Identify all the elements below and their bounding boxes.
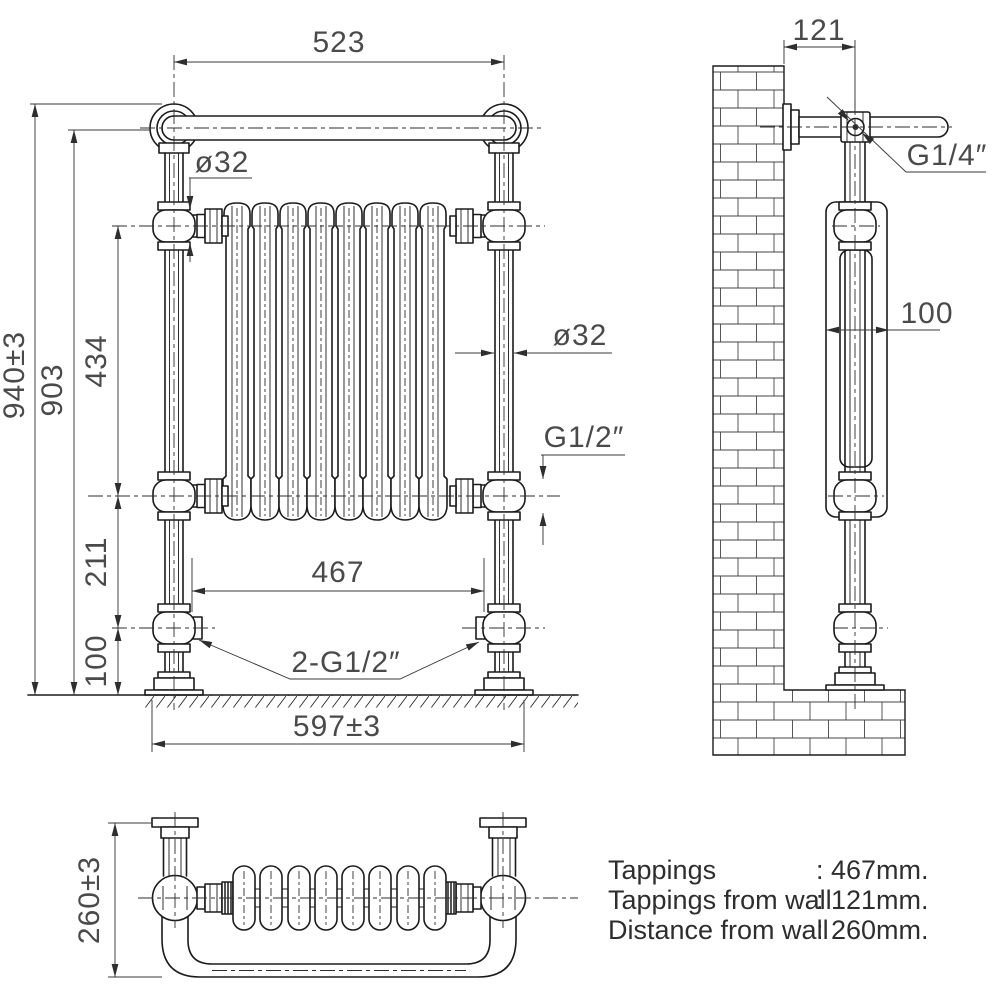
towel-loop-outer (161, 897, 517, 978)
plan-view (151, 817, 527, 978)
dim-wall-to-centre: 121 (792, 14, 845, 47)
towel-loop-inner (187, 897, 491, 965)
radiator-core-plan (232, 865, 447, 931)
dim-tapping-spacing: 434 (80, 334, 113, 387)
dim-lower: 211 (80, 537, 113, 588)
dim-overall-width: 597±3 (293, 710, 381, 743)
front-view (27, 103, 579, 708)
centerlines (88, 55, 952, 971)
dim-depth-overall: 260±3 (73, 856, 106, 944)
right-column-pipe (494, 152, 514, 673)
plan-pipes (162, 837, 517, 877)
spec-table: Tappings : 467mm. Tappings from wall : 1… (608, 855, 929, 945)
spec-row-label: Distance from wall (608, 915, 829, 945)
brick-wall-and-floor (712, 65, 906, 756)
spec-row-value: : 121mm. (816, 885, 929, 915)
tapping-thread: G1/2″ (544, 421, 625, 454)
dim-rail-centres: 523 (312, 26, 365, 59)
dim-tapping-centres: 467 (311, 556, 364, 589)
left-column-pipe (164, 152, 184, 673)
dim-overall-height: 940±3 (0, 331, 31, 419)
spec-row-value: : 467mm. (816, 855, 929, 885)
spec-row-value: : 260mm. (816, 915, 929, 945)
dimensions: 523 ø32 940±3 903 434 211 100 ø32 G1/2″ … (0, 14, 988, 978)
bottom-tappings-label: 2-G1/2″ (291, 646, 400, 679)
dim-foot: 100 (80, 634, 113, 687)
dim-dia-top: ø32 (195, 146, 250, 179)
ground-hatch (145, 695, 578, 708)
radiator-core-front (222, 202, 448, 521)
dim-body-depth: 100 (900, 297, 953, 330)
side-vertical-pipe (844, 141, 866, 668)
spec-row-label: Tappings from wall (608, 885, 832, 915)
dim-dia-column: ø32 (553, 319, 608, 352)
spec-row-label: Tappings (608, 855, 716, 885)
dim-rail-height: 903 (36, 363, 69, 416)
vent-thread-label: G1/4″ (907, 139, 988, 172)
